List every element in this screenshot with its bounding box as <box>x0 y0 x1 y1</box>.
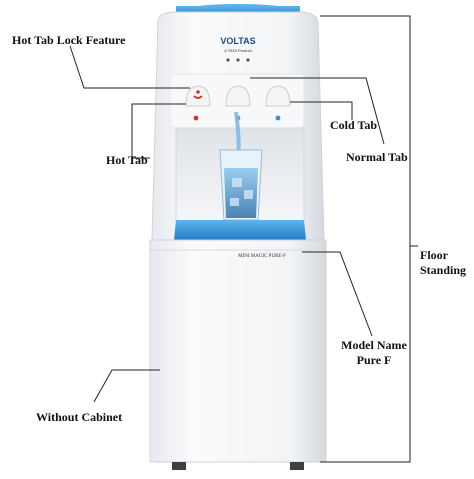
indicator-dot <box>246 58 250 62</box>
ice-cube <box>232 178 242 187</box>
cold-indicator-icon <box>275 115 281 121</box>
label-cold-tab: Cold Tab <box>330 118 378 132</box>
brand-logo: VOLTAS <box>220 36 255 46</box>
label-model-name: Model Name <box>341 338 407 352</box>
indicator-dot <box>236 58 240 62</box>
hot-tap <box>185 85 211 107</box>
label-hot-tab-lock: Hot Tab Lock Feature <box>12 33 126 47</box>
cold-tap <box>265 85 291 107</box>
indicator-dot <box>226 58 230 62</box>
model-plate: MINI MAGIC PURE-F <box>238 254 286 259</box>
brand-subtitle: A TATA Product <box>224 48 252 53</box>
leader-normal-tab <box>250 77 385 145</box>
lower-body <box>149 239 327 463</box>
top-cap-band <box>176 6 300 16</box>
ice-cube <box>244 190 253 199</box>
label-without-cabinet: Without Cabinet <box>36 410 123 424</box>
label-normal-tab: Normal Tab <box>346 150 408 164</box>
label-floor: Floor <box>420 248 448 262</box>
label-standing: Standing <box>420 263 467 277</box>
leader-hot-tab-lock <box>69 45 190 89</box>
normal-tap <box>225 85 251 107</box>
hot-indicator-icon <box>193 115 199 121</box>
drip-tray <box>174 220 306 240</box>
leader-model-name <box>302 251 373 337</box>
leader-floor-standing <box>320 15 411 463</box>
ice-cube <box>230 198 239 206</box>
leader-cold-tab <box>290 101 353 120</box>
hot-tap-lock <box>193 95 203 99</box>
label-model-name-value: Pure F <box>356 353 392 367</box>
leader-without-cabinet <box>93 369 160 403</box>
right-foot <box>290 462 304 470</box>
hot-tap-lock-dot <box>196 90 200 94</box>
leader-hot-tab <box>131 103 186 159</box>
label-hot-tab: Hot Tab <box>106 153 148 167</box>
left-foot <box>172 462 186 470</box>
